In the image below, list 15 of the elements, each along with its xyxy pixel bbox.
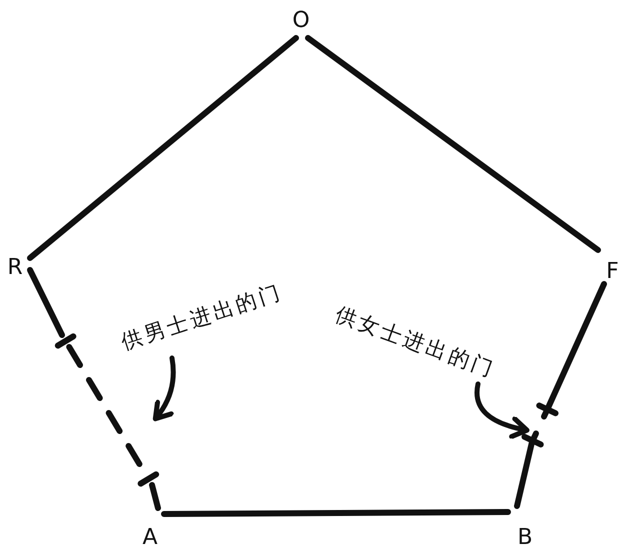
- wall-line: [27, 35, 299, 261]
- wall-line: [161, 509, 511, 517]
- vertex-label: R: [0, 254, 30, 282]
- wall-line: [545, 281, 607, 411]
- vertex-label: F: [598, 244, 627, 284]
- wall-line: [149, 482, 161, 511]
- annotation-text: 供男士进出的门: [114, 276, 290, 360]
- arrow: [474, 382, 530, 439]
- arrow: [152, 356, 176, 422]
- annotation-text: 供女士进出的门: [326, 298, 504, 388]
- wall-line: [305, 35, 601, 253]
- vertex-label: O: [288, 4, 314, 38]
- vertex-label: A: [136, 508, 164, 550]
- vertex-label: B: [508, 506, 542, 550]
- wall-line: [27, 267, 65, 338]
